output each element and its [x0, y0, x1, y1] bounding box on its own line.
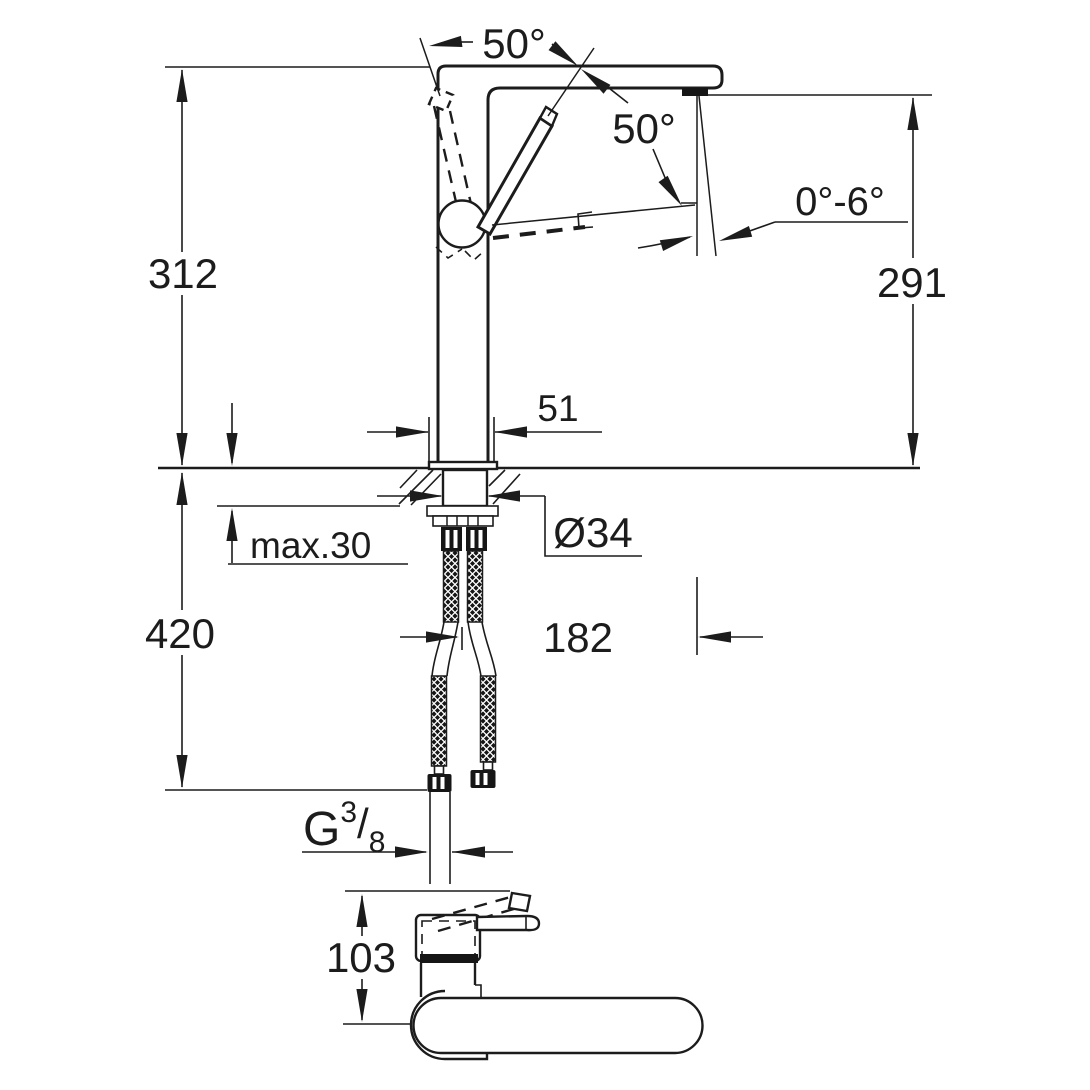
hose-left-upper: [442, 550, 460, 623]
mounting-nut-facets: [446, 516, 479, 526]
mounting-nut: [432, 515, 494, 527]
outlet-tilt-lines: [681, 95, 717, 257]
dim-label-max30: max.30: [250, 525, 371, 566]
lever-dashed-down-position: [491, 204, 696, 240]
dim-handle-angle-top: 50°: [428, 20, 582, 71]
hose-left-lower: [430, 675, 448, 767]
washer-flange: [426, 505, 499, 517]
dim-label-0-6: 0°-6°: [795, 180, 885, 224]
plan-spout-stadium: [412, 996, 704, 1055]
faucet-plan-view: [409, 891, 704, 1061]
dim-label-51: 51: [537, 388, 578, 429]
faucet-front-view: [419, 37, 724, 471]
dim-label-103: 103: [326, 934, 396, 981]
dim-thread: G3/8: [302, 796, 513, 859]
hose-right-lower: [479, 675, 497, 763]
plan-base-outer-arc: [409, 989, 489, 1061]
dim-label-182: 182: [543, 614, 613, 661]
dim-spout-projection: 182: [400, 577, 763, 661]
dim-spout-tilt: 0°-6°: [637, 180, 908, 252]
plan-body-front-edge: [420, 954, 478, 963]
dim-label-o34: Ø34: [553, 509, 632, 556]
dim-deck-thickness: max.30: [226, 403, 408, 566]
flexible-hoses: [427, 550, 497, 884]
spout-and-body-outline: [436, 64, 724, 462]
dim-handle-angle-swing: 50°: [577, 64, 687, 210]
aerator-outlet: [682, 88, 708, 96]
dim-height-below-deck: 420: [145, 472, 427, 791]
dim-label-50-top: 50°: [482, 20, 546, 67]
dim-label-291: 291: [877, 259, 947, 306]
lever-solid-position: [475, 47, 595, 237]
dim-hole-diameter: Ø34: [377, 490, 642, 557]
dim-label-50-swing: 50°: [612, 105, 676, 152]
countertop-section: [158, 466, 920, 507]
plan-handle-solid: [475, 914, 541, 932]
dim-height-outlet: 291: [708, 94, 947, 466]
lever-end-cap: [538, 105, 559, 128]
dim-base-width: 51: [367, 388, 602, 461]
dim-label-312: 312: [148, 250, 218, 297]
dim-height-overall: 312: [148, 66, 430, 466]
dim-plan-depth: 103: [326, 890, 510, 1025]
plan-neck: [419, 963, 482, 997]
hose-end-fittings: [427, 761, 496, 792]
mounting-shank: [441, 468, 489, 508]
mounting-assembly: [426, 468, 499, 551]
base-plate: [427, 460, 499, 471]
hose-connectors: [441, 527, 487, 551]
lever-dashed-up-position: [419, 37, 485, 262]
hose-break-curves: [431, 621, 497, 677]
dim-label-thread: G3/8: [303, 796, 385, 859]
hose-right-upper: [466, 550, 484, 623]
plan-cartridge-dashed: [421, 920, 476, 957]
plan-handle-dashed-raised: [431, 891, 532, 933]
lever-axis-line: [547, 47, 595, 117]
dim-label-420: 420: [145, 610, 215, 657]
